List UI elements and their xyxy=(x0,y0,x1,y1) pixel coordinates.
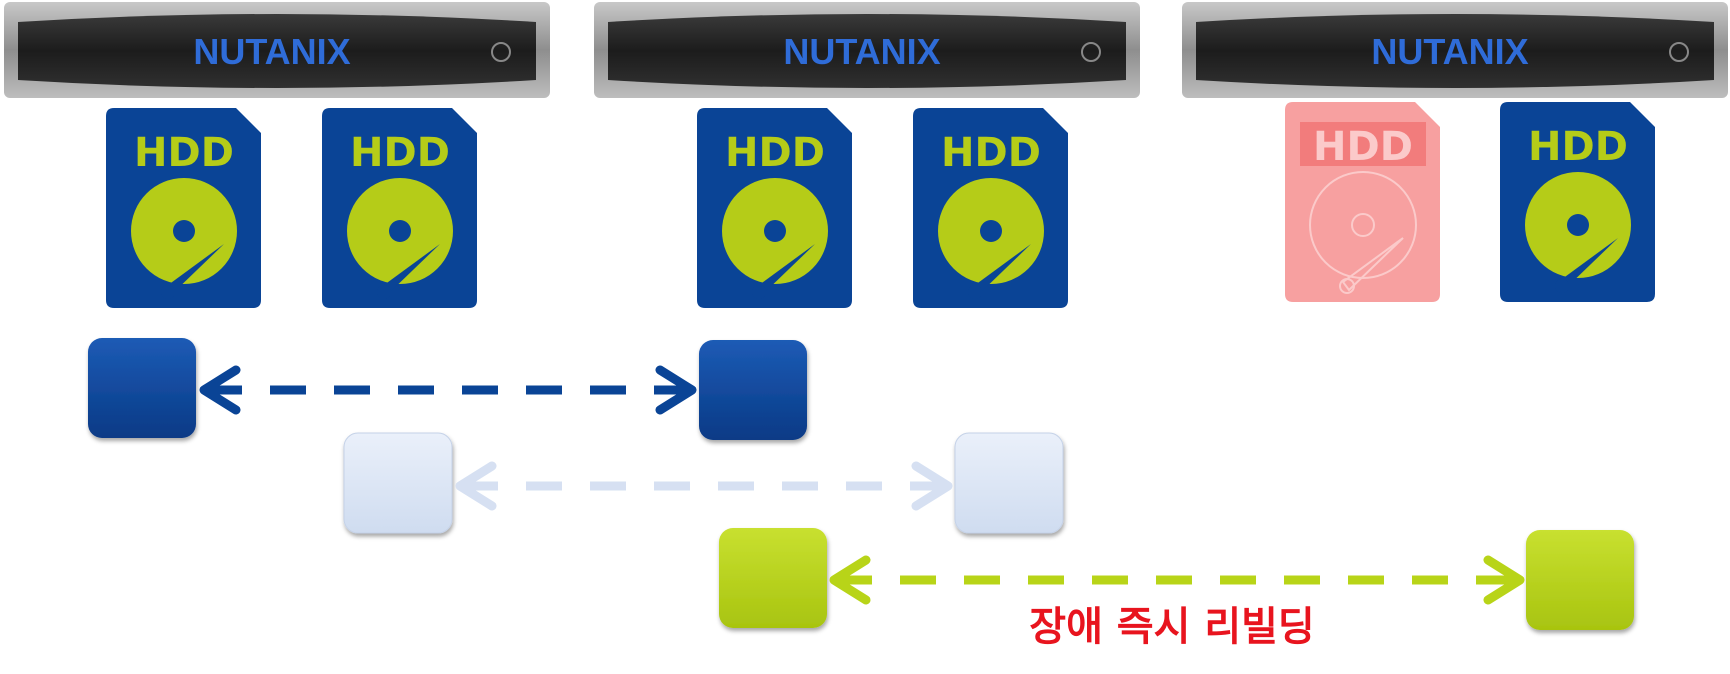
hdd-disk-4: HDD xyxy=(913,108,1068,308)
hdd-label: HDD xyxy=(941,130,1041,176)
node-2: NUTANIX xyxy=(594,2,1140,98)
hard-drive-icon xyxy=(347,178,453,299)
node-3-logo-icon xyxy=(1669,42,1689,62)
arrowhead-right-icon xyxy=(911,461,953,511)
replica-pair-blue xyxy=(88,338,807,440)
hard-drive-icon xyxy=(938,178,1044,299)
hdd-disk-1: HDD xyxy=(106,108,261,308)
node-2-brand: NUTANIX xyxy=(783,31,940,72)
hdd-label: HDD xyxy=(1528,124,1628,170)
node-3-brand: NUTANIX xyxy=(1371,31,1528,72)
node-1: NUTANIX xyxy=(4,2,550,98)
arrowhead-right-icon xyxy=(1483,555,1525,605)
hdd-disk-6: HDD xyxy=(1500,102,1655,302)
hdd-label: HDD xyxy=(350,130,450,176)
replica-block-blue-right xyxy=(699,340,807,440)
hard-drive-icon xyxy=(1309,171,1417,294)
arrowhead-left-icon xyxy=(199,365,241,415)
replica-pair-green xyxy=(719,528,1634,630)
arrowhead-left-icon xyxy=(455,461,497,511)
replica-pair-light xyxy=(343,432,1064,534)
node-1-brand: NUTANIX xyxy=(193,31,350,72)
hdd-disk-2: HDD xyxy=(322,108,477,308)
replica-block-light-right xyxy=(954,432,1064,534)
hard-drive-icon xyxy=(131,178,237,299)
node-2-logo-icon xyxy=(1081,42,1101,62)
hdd-label: HDD xyxy=(134,130,234,176)
replica-block-green-left xyxy=(719,528,827,628)
hdd-label: HDD xyxy=(725,130,825,176)
replica-block-light-left xyxy=(343,432,453,534)
replica-block-blue-left xyxy=(88,338,196,438)
hard-drive-icon xyxy=(1525,172,1631,293)
node-3: NUTANIX xyxy=(1182,2,1728,98)
node-1-logo-icon xyxy=(491,42,511,62)
hard-drive-icon xyxy=(722,178,828,299)
hdd-label: HDD xyxy=(1313,124,1413,170)
hdd-disk-3: HDD xyxy=(697,108,852,308)
hdd-disk-5-failed: HDD xyxy=(1285,102,1440,302)
replica-block-green-right xyxy=(1526,530,1634,630)
arrowhead-right-icon xyxy=(655,365,697,415)
arrowhead-left-icon xyxy=(829,555,871,605)
rebuild-annotation: 장애 즉시 리빌딩 xyxy=(1029,604,1314,650)
